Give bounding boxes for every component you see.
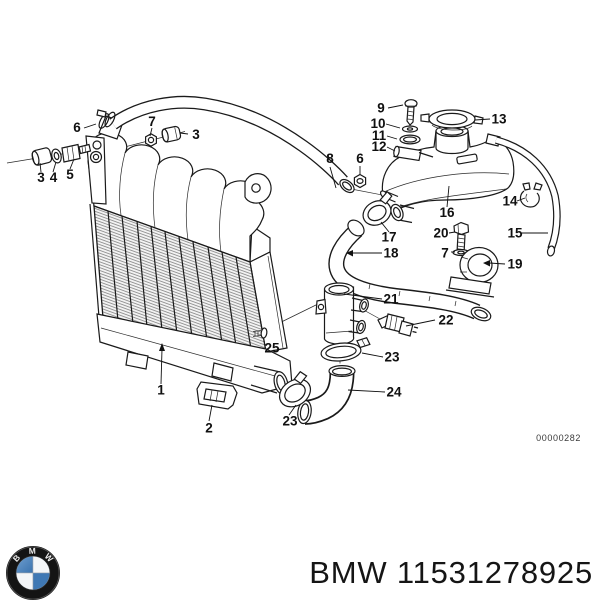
- callout-12: 12: [371, 139, 386, 154]
- callout-labels: 1 2 3 4 5 6 7 3 8 6 9 10 11 12 13 14 15 …: [37, 101, 523, 436]
- union-nut: [353, 173, 367, 189]
- logo-letter-b: B: [11, 552, 22, 563]
- plug-and-washer-top: [145, 125, 182, 147]
- callout-22: 22: [438, 313, 453, 328]
- callout-4: 4: [50, 170, 58, 185]
- callout-5: 5: [66, 167, 74, 182]
- drain-screw: [252, 327, 268, 339]
- callout-10: 10: [370, 116, 385, 131]
- callout-9: 9: [377, 101, 385, 116]
- water-pipe: [315, 282, 369, 345]
- callout-14: 14: [502, 194, 518, 209]
- spring-clamp: [519, 182, 543, 208]
- callout-25: 25: [264, 341, 280, 356]
- bmw-logo: B M W: [6, 546, 60, 600]
- part-number-text: BMW 11531278925: [309, 555, 593, 590]
- callout-6b: 6: [356, 151, 364, 166]
- callout-16: 16: [439, 205, 455, 220]
- callout-13: 13: [491, 112, 507, 127]
- elbow-hose: [297, 365, 356, 425]
- callout-17: 17: [381, 230, 396, 245]
- leader-lines: [39, 104, 548, 422]
- callout-3b: 3: [192, 127, 200, 142]
- callout-23a: 23: [384, 350, 400, 365]
- callout-8: 8: [326, 151, 334, 166]
- vent-screw-stack: [393, 99, 434, 162]
- pipe-bracket-clamp: [445, 246, 499, 298]
- callout-24: 24: [386, 385, 402, 400]
- tank-label-plate: [456, 153, 478, 165]
- callout-7b: 7: [441, 246, 449, 261]
- sensor-plug-set: [31, 143, 92, 166]
- callout-1: 1: [157, 383, 165, 398]
- callout-3a: 3: [37, 170, 45, 185]
- logo-quadrants: [15, 555, 51, 591]
- callout-23b: 23: [282, 414, 298, 429]
- hose-clamp-lower: [278, 370, 312, 408]
- upper-radiator-hose: [96, 95, 355, 194]
- drawing-number: 00000282: [536, 433, 581, 443]
- callout-20: 20: [433, 226, 448, 241]
- expansion-tank: [379, 99, 515, 224]
- hose-clamp: [96, 109, 116, 129]
- overflow-hose: [485, 133, 561, 257]
- callout-2: 2: [205, 421, 213, 436]
- callout-21: 21: [383, 292, 399, 307]
- callout-15: 15: [507, 226, 523, 241]
- lower-radiator-hose: [328, 219, 492, 322]
- callout-11: 11: [372, 128, 387, 143]
- callout-19: 19: [507, 257, 522, 272]
- callout-18: 18: [383, 246, 399, 261]
- hose-clamp-upper: [320, 337, 371, 362]
- callout-7a: 7: [148, 114, 156, 129]
- clamp-bolt: [452, 221, 470, 257]
- tank-cap: [420, 109, 484, 131]
- temperature-sensor: [377, 313, 419, 337]
- mount-bracket: [196, 381, 238, 410]
- logo-letter-m: M: [29, 546, 36, 556]
- callout-6a: 6: [73, 120, 81, 135]
